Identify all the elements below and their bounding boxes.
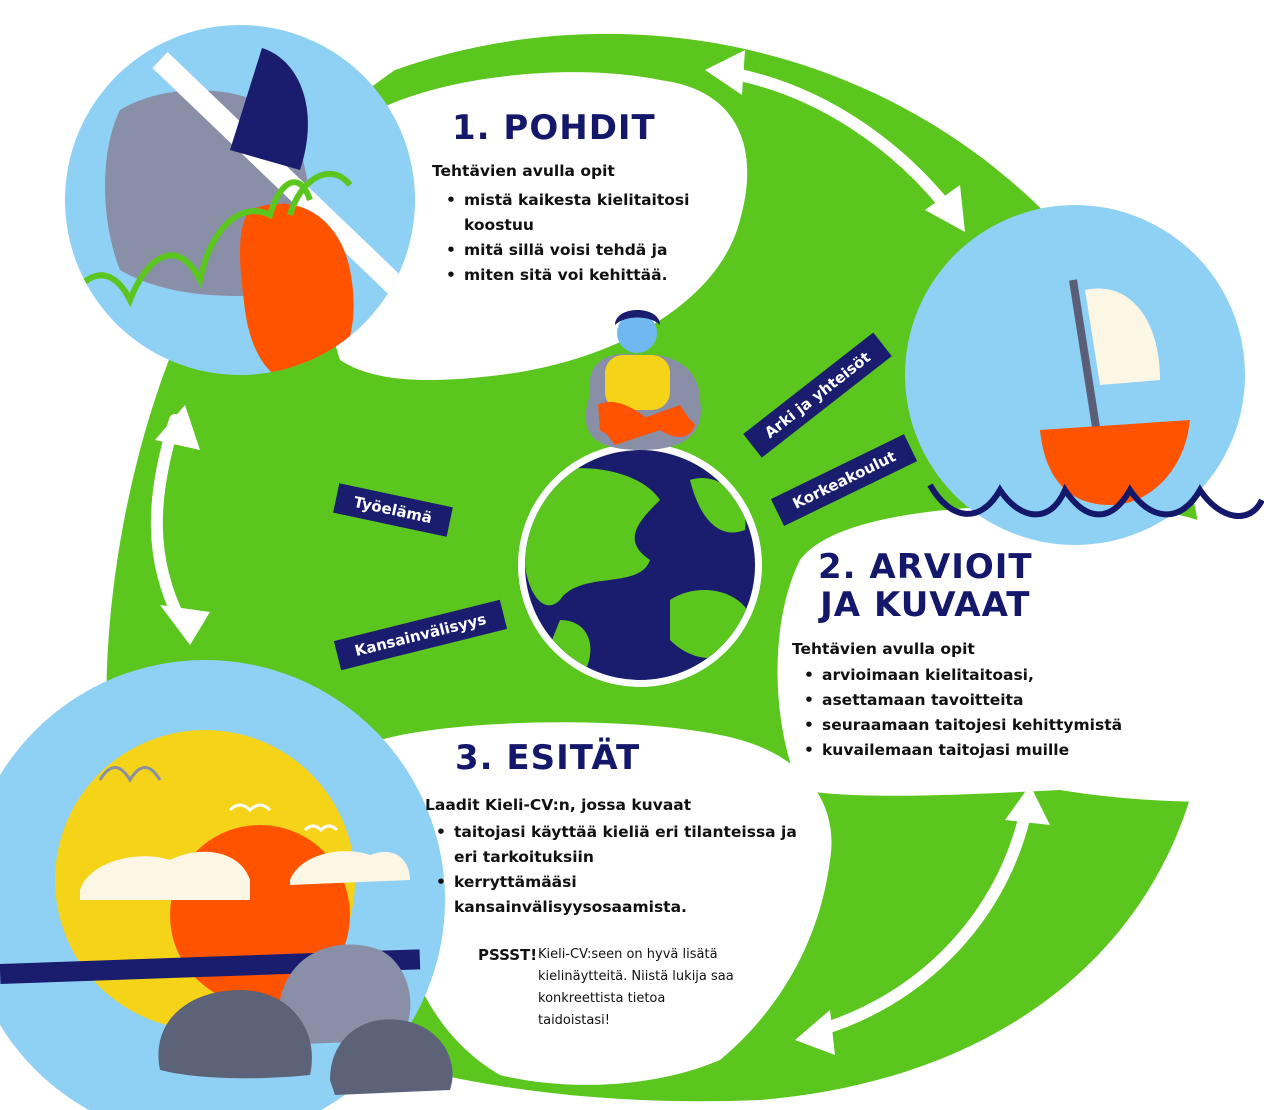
step2-bullet: arvioimaan kielitaitoasi, [800, 663, 1160, 688]
step1-bullet: mistä kaikesta kielitaitosi koostuu [442, 188, 732, 238]
step3-intro: Laadit Kieli-CV:n, jossa kuvaat [425, 796, 692, 814]
step2-bullet-list: arvioimaan kielitaitoasi, asettamaan tav… [800, 663, 1160, 763]
step2-heading: 2. ARVIOIT JA KUVAAT [818, 548, 1033, 624]
cycle-arrowheads [155, 50, 1050, 1055]
step1-bullet: miten sitä voi kehittää. [442, 263, 732, 288]
step3-heading: 3. ESITÄT [455, 738, 641, 778]
step3-bullet: kerryttämääsi kansainvälisyysosaamista. [432, 870, 812, 920]
step2-illustration [905, 205, 1264, 545]
step2-intro: Tehtävien avulla opit [792, 640, 975, 658]
cycle-arrows [150, 69, 1031, 1036]
step2-bullet: kuvailemaan taitojasi muille [800, 738, 1160, 763]
step3-illustration [0, 660, 453, 1110]
step1-intro: Tehtävien avulla opit [432, 162, 615, 180]
globe-illustration [518, 443, 762, 687]
step2-bullet: seuraamaan taitojesi kehittymistä [800, 713, 1160, 738]
step2-bullet: asettamaan tavoitteita [800, 688, 1160, 713]
pssst-label: PSSST! [478, 946, 538, 964]
pssst-text: Kieli-CV:seen on hyvä lisätä kielinäytte… [538, 947, 734, 1028]
step2-heading-line2: JA KUVAAT [820, 585, 1031, 625]
step1-illustration [65, 25, 415, 375]
step3-bullet: taitojasi käyttää kieliä eri tilanteissa… [432, 820, 812, 870]
step1-heading: 1. POHDIT [452, 108, 656, 148]
step2-heading-line1: 2. ARVIOIT [818, 547, 1033, 587]
step1-bullet: mitä sillä voisi tehdä ja [442, 238, 732, 263]
step3-bullet-list: taitojasi käyttää kieliä eri tilanteissa… [432, 820, 812, 920]
step1-bullet-list: mistä kaikesta kielitaitosi koostuu mitä… [442, 188, 732, 288]
meditating-person-illustration [585, 310, 701, 450]
